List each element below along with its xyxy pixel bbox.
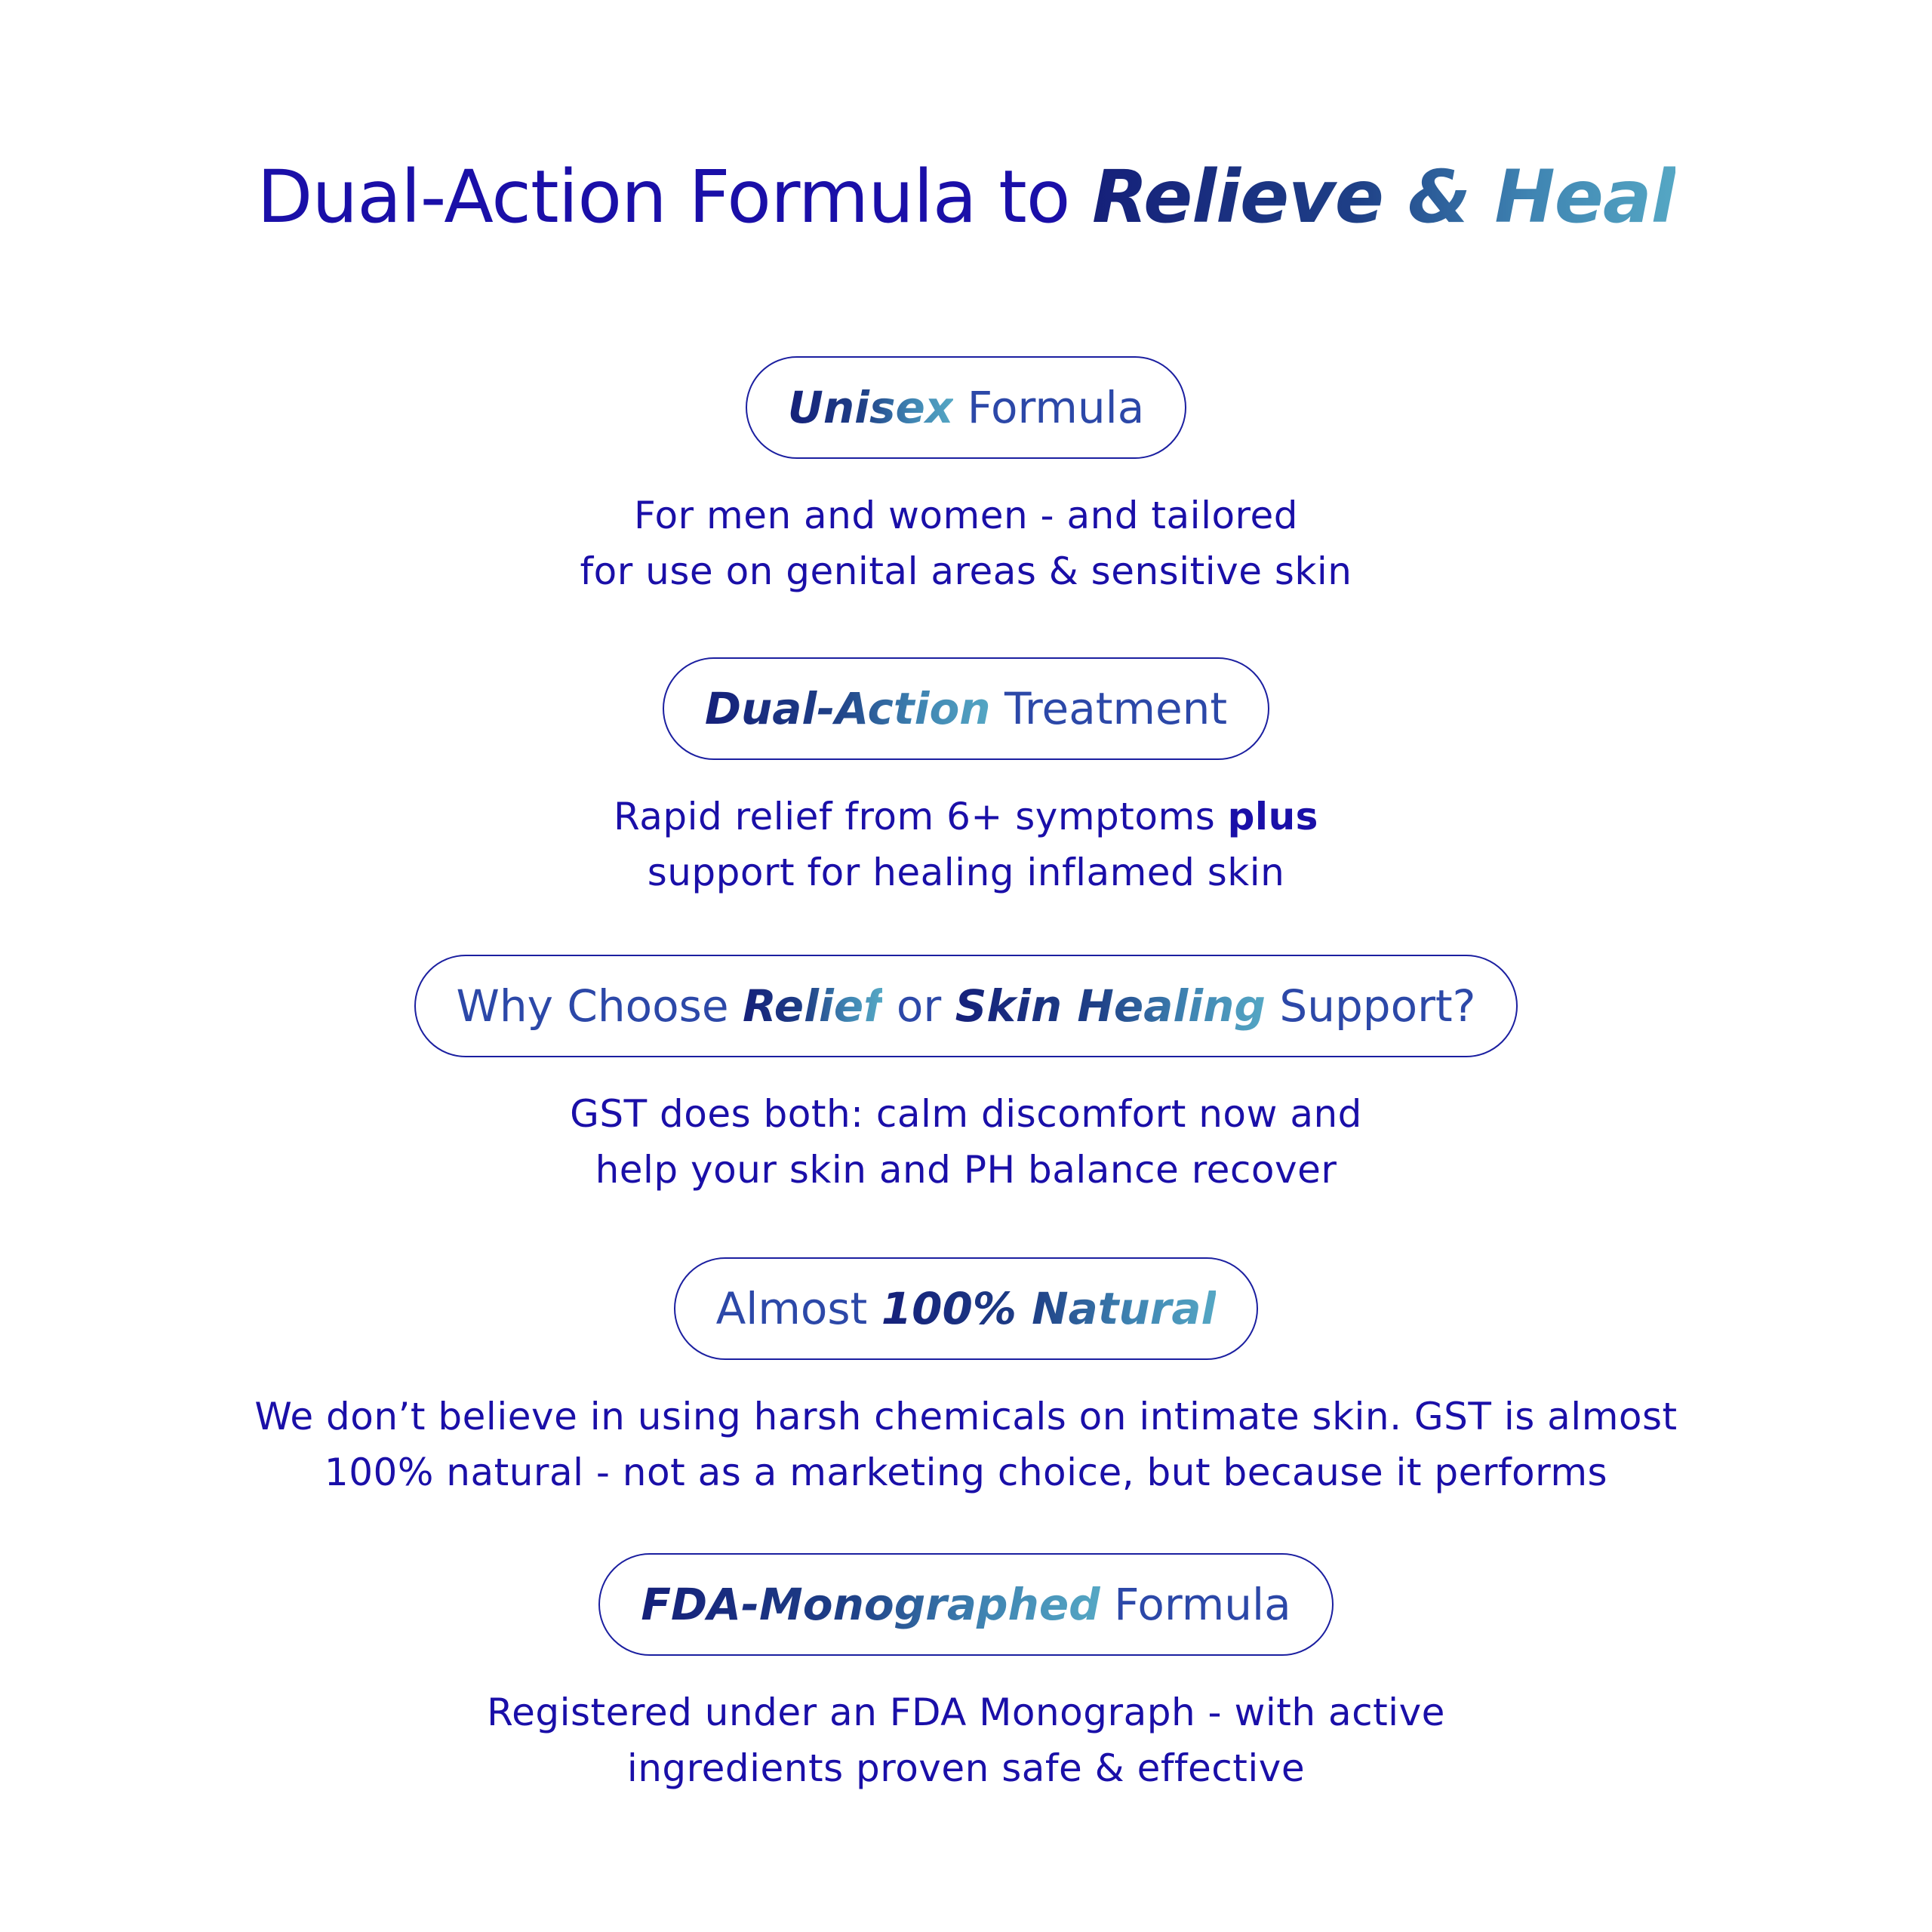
description-line: 100% natural - not as a marketing choice… — [324, 1451, 1608, 1494]
page-title-highlight: Relieve & Heal — [1091, 155, 1676, 239]
feature-pill-unisex: Unisex Formula — [745, 356, 1187, 459]
pill-plain: Formula — [1100, 1579, 1291, 1630]
page-title-plain: Dual-Action Formula to — [257, 155, 1092, 239]
pill-plain: or — [882, 980, 955, 1032]
feature-natural: Almost 100% Natural We don’t believe in … — [0, 1257, 1932, 1500]
description-line: for use on genital areas & sensitive ski… — [580, 549, 1352, 593]
pill-plain: Almost — [715, 1283, 881, 1334]
description-line: help your skin and PH balance recover — [595, 1148, 1337, 1192]
description-line: For men and women - and tailored — [633, 494, 1299, 537]
feature-pill-why-choose: Why Choose Relief or Skin Healing Suppor… — [414, 955, 1518, 1057]
feature-description: Rapid relief from 6+ symptoms plus suppo… — [0, 789, 1932, 900]
pill-plain: Treatment — [990, 683, 1228, 734]
description-line: GST does both: calm discomfort now and — [570, 1092, 1362, 1136]
description-line: Registered under an FDA Monograph - with… — [487, 1690, 1445, 1734]
pill-strong: FDA-Monographed — [641, 1579, 1100, 1630]
feature-description: GST does both: calm discomfort now and h… — [0, 1086, 1932, 1198]
pill-plain: Support? — [1265, 980, 1476, 1032]
feature-fda: FDA-Monographed Formula Registered under… — [0, 1553, 1932, 1796]
description-text: Rapid relief from 6+ symptoms — [614, 795, 1228, 838]
feature-description: We don’t believe in using harsh chemical… — [0, 1389, 1932, 1500]
pill-strong: Unisex — [787, 382, 954, 433]
pill-plain: Why Choose — [456, 980, 743, 1032]
feature-pill-fda: FDA-Monographed Formula — [598, 1553, 1334, 1656]
pill-strong: Relief — [742, 980, 883, 1032]
description-line: ingredients proven safe & effective — [626, 1746, 1306, 1790]
description-line: We don’t believe in using harsh chemical… — [254, 1395, 1678, 1438]
feature-dual-action: Dual-Action Treatment Rapid relief from … — [0, 657, 1932, 900]
feature-why-choose: Why Choose Relief or Skin Healing Suppor… — [0, 955, 1932, 1198]
pill-strong: 100% Natural — [881, 1283, 1217, 1334]
feature-pill-natural: Almost 100% Natural — [673, 1257, 1259, 1360]
feature-description: For men and women - and tailored for use… — [0, 488, 1932, 599]
feature-unisex: Unisex Formula For men and women - and t… — [0, 356, 1932, 599]
description-line: support for healing inflamed skin — [647, 851, 1285, 894]
pill-strong: Skin Healing — [955, 980, 1266, 1032]
feature-pill-dual-action: Dual-Action Treatment — [662, 657, 1270, 760]
description-line: Rapid relief from 6+ symptoms plus — [0, 789, 1932, 844]
pill-plain: Formula — [953, 382, 1145, 433]
description-bold: plus — [1227, 795, 1318, 838]
feature-description: Registered under an FDA Monograph - with… — [0, 1684, 1932, 1796]
pill-strong: Dual-Action — [704, 683, 991, 734]
page-title: Dual-Action Formula to Relieve & Heal — [0, 148, 1932, 246]
